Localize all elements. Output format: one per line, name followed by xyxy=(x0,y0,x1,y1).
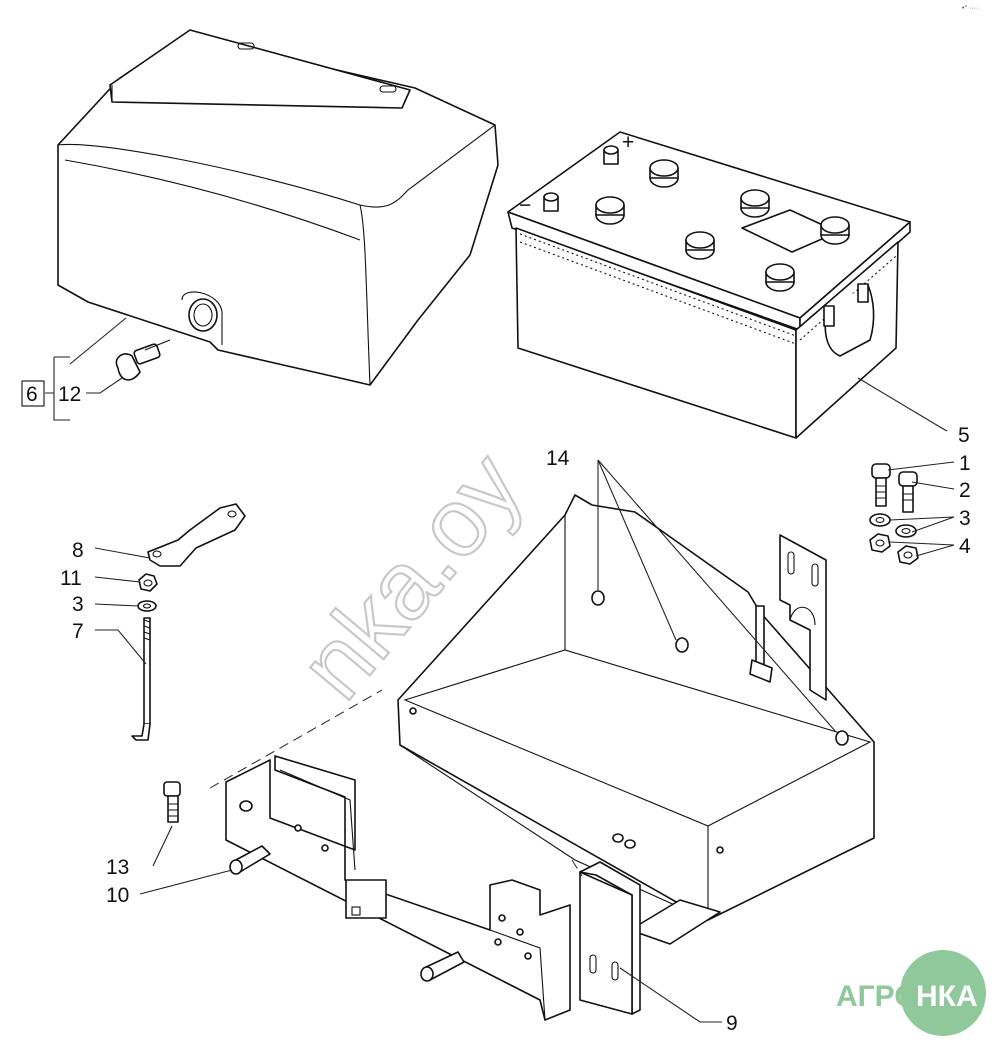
callout-6: 6 xyxy=(26,383,38,406)
logo-circle xyxy=(900,950,986,1036)
assembly-line xyxy=(209,689,383,789)
bolt-2 xyxy=(898,471,918,513)
hook-rod xyxy=(131,617,151,741)
callout-2: 2 xyxy=(959,479,971,502)
agronka-logo: АГРО НКА xyxy=(836,950,986,1036)
callout-9: 9 xyxy=(726,1012,738,1035)
battery-cover xyxy=(57,29,499,386)
callout-5: 5 xyxy=(958,424,970,447)
battery: − + xyxy=(507,131,911,439)
terminal-plus-label: + xyxy=(622,131,634,154)
callout-10: 10 xyxy=(106,884,129,907)
hold-down-clamp xyxy=(147,503,246,567)
callout-box-6 xyxy=(21,380,45,407)
bolt-13 xyxy=(163,781,181,823)
logo-text-circle: НКА xyxy=(916,980,978,1013)
callout-3-right: 3 xyxy=(959,507,971,530)
leader-lines xyxy=(45,317,955,1023)
assembly-line xyxy=(571,859,583,877)
corner-mark: •° ···· xyxy=(962,4,979,12)
mounting-frame xyxy=(225,755,571,1021)
callout-11: 11 xyxy=(60,567,82,590)
nut-11 xyxy=(138,573,158,592)
terminal-minus-label: − xyxy=(519,194,531,217)
callout-14: 14 xyxy=(546,447,570,470)
battery-caps xyxy=(595,159,850,292)
callout-13: 13 xyxy=(106,856,129,879)
battery-tray xyxy=(397,494,875,945)
callout-numbers: 6 12 5 14 1 2 3 4 8 11 3 7 13 10 9 xyxy=(21,380,971,1035)
callout-3-left: 3 xyxy=(72,593,84,616)
thumb-screw xyxy=(115,339,171,381)
callout-12: 12 xyxy=(58,383,81,406)
callout-8: 8 xyxy=(72,539,84,562)
callout-1: 1 xyxy=(959,452,971,475)
callout-7: 7 xyxy=(72,620,84,643)
washer-3-left xyxy=(137,600,157,612)
bolt-1 xyxy=(871,463,891,507)
nut-4 xyxy=(869,533,919,565)
bracket xyxy=(579,861,641,1015)
callout-4: 4 xyxy=(959,535,971,558)
washer-3-right xyxy=(869,513,917,538)
battery-terminals xyxy=(543,145,619,212)
